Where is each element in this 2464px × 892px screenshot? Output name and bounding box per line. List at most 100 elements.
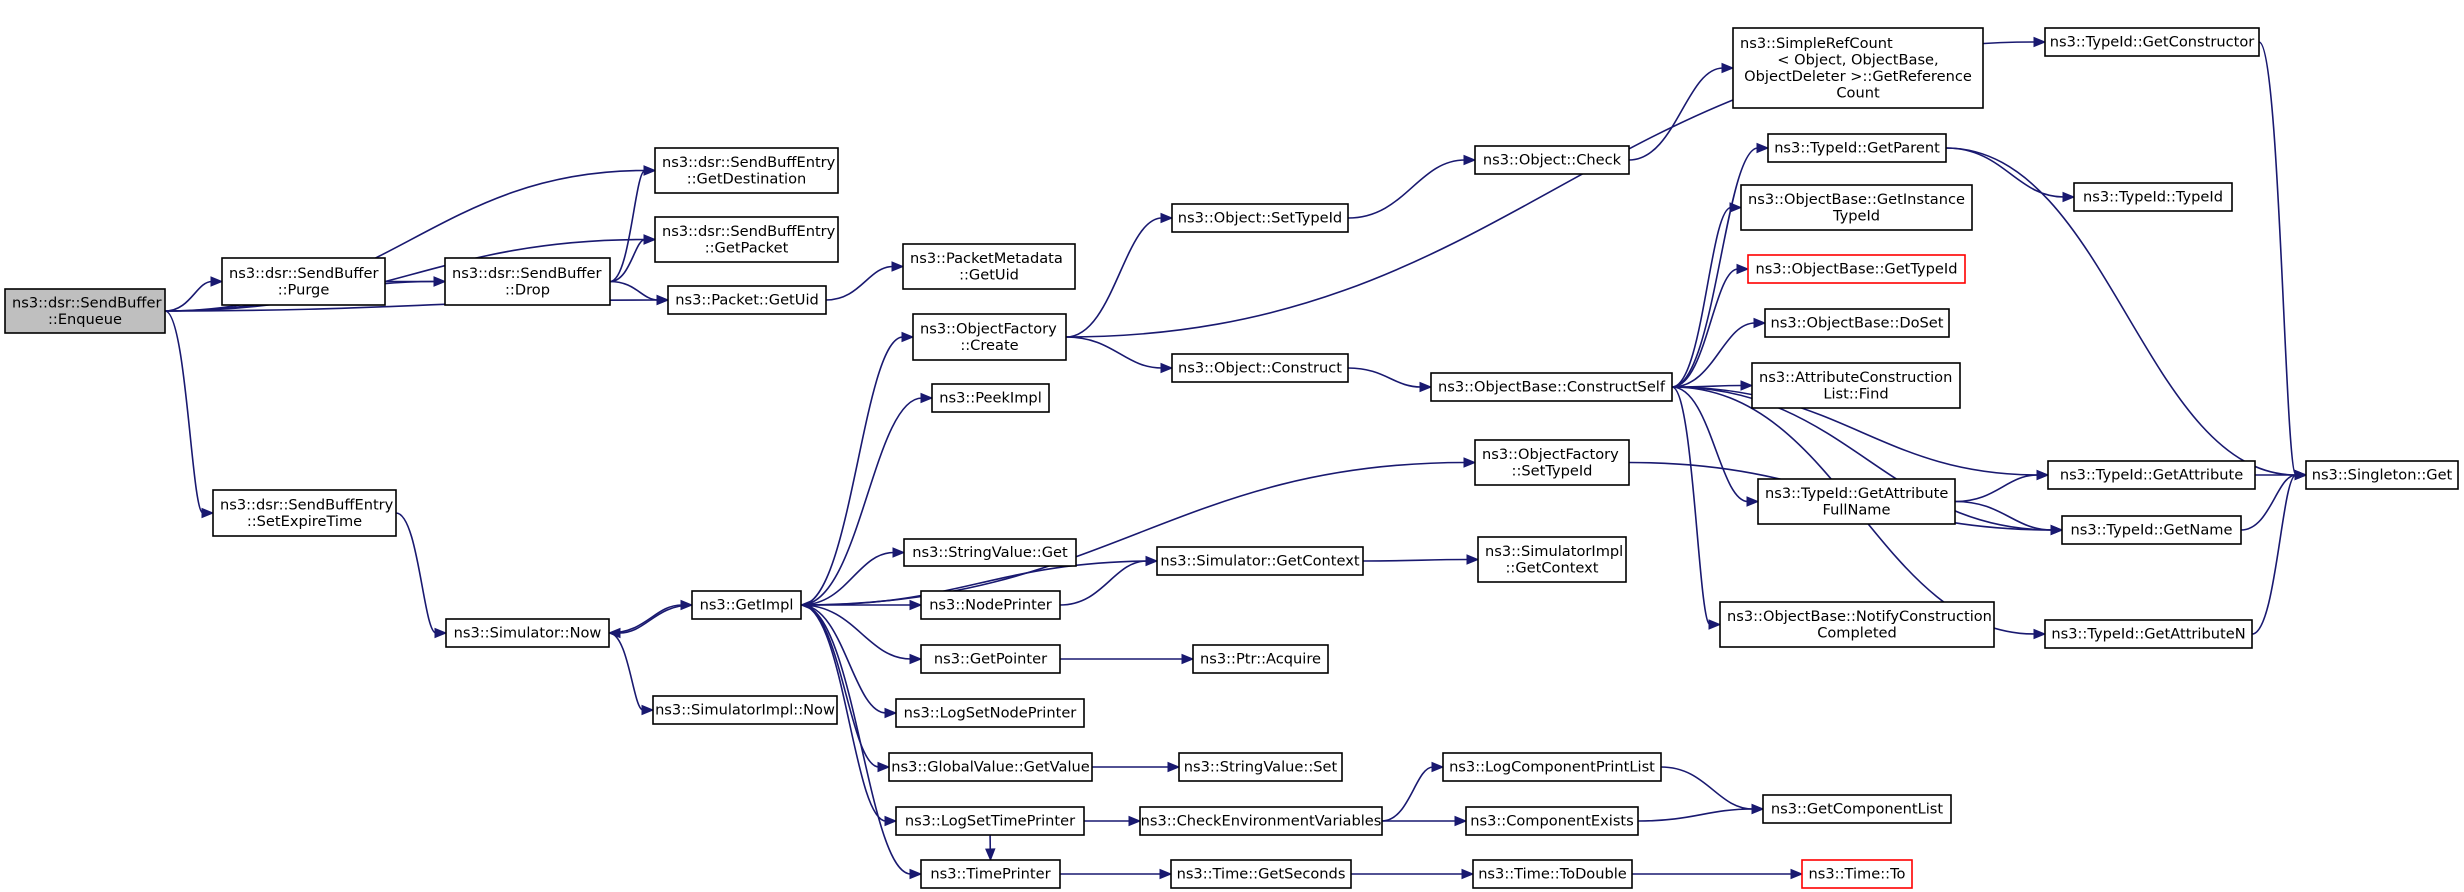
- edge-drop-to-getPacket: [609, 234, 657, 283]
- node-gvGetValue[interactable]: ns3::GlobalValue::GetValue: [888, 752, 1093, 782]
- node-logSetTime[interactable]: ns3::LogSetTimePrinter: [895, 806, 1085, 836]
- node-construct[interactable]: ns3::Object::Construct: [1171, 353, 1349, 383]
- node-tGetParent[interactable]: ns3::TypeId::GetParent: [1767, 133, 1947, 163]
- node-toDouble[interactable]: ns3::Time::ToDouble: [1472, 859, 1633, 889]
- edge-tGetCtor-to-singleton: [2258, 41, 2308, 481]
- node-label: List::Find: [1823, 385, 1888, 402]
- node-peekImpl[interactable]: ns3::PeekImpl: [931, 383, 1050, 413]
- node-checkEnv[interactable]: ns3::CheckEnvironmentVariables: [1139, 806, 1383, 836]
- node-label: ns3::Ptr::Acquire: [1200, 651, 1321, 668]
- node-label: ns3::dsr::SendBuffer: [452, 265, 601, 282]
- call-nodes: ns3::dsr::SendBuffer::Enqueuens3::dsr::S…: [4, 27, 2459, 889]
- edge-getImpl-to-gvGetValue: [800, 604, 891, 773]
- node-label: ns3::AttributeConstruction: [1759, 369, 1952, 386]
- edge-constructSelf-to-obNotify: [1671, 386, 1722, 630]
- edge-compExists-to-getCompList: [1637, 803, 1765, 822]
- node-timeTo[interactable]: ns3::Time::To: [1801, 859, 1913, 889]
- node-obDoSet[interactable]: ns3::ObjectBase::DoSet: [1764, 308, 1950, 338]
- node-label: ns3::Object::Check: [1483, 152, 1622, 169]
- node-nodePrinter[interactable]: ns3::NodePrinter: [920, 590, 1061, 620]
- edge-purge-to-drop: [384, 276, 447, 287]
- node-compExists[interactable]: ns3::ComponentExists: [1465, 806, 1639, 836]
- node-label: ns3::dsr::SendBuffEntry: [662, 223, 836, 240]
- node-objCheck[interactable]: ns3::Object::Check: [1474, 145, 1630, 175]
- node-simpleRef[interactable]: ns3::SimpleRefCount< Object, ObjectBase,…: [1732, 27, 1984, 109]
- edge-construct-to-constructSelf: [1347, 367, 1433, 393]
- edge-ofCreate-to-setTypeId: [1065, 212, 1174, 338]
- node-label: Count: [1836, 84, 1880, 101]
- edge-tGetAttrFull-to-tGetAttr: [1954, 469, 2050, 503]
- node-label: ::GetContext: [1505, 559, 1598, 576]
- edge-getImpl-to-peekImpl: [800, 392, 934, 606]
- node-getCompList[interactable]: ns3::GetComponentList: [1762, 794, 1952, 824]
- node-label: ::SetTypeId: [1512, 462, 1593, 479]
- node-obNotify[interactable]: ns3::ObjectBase::NotifyConstructionCompl…: [1719, 601, 1995, 648]
- node-tGetAttr[interactable]: ns3::TypeId::GetAttribute: [2047, 460, 2256, 490]
- node-tTypeId[interactable]: ns3::TypeId::TypeId: [2073, 182, 2233, 212]
- edge-checkEnv-to-logCompList: [1381, 761, 1445, 822]
- node-implGetContext[interactable]: ns3::SimulatorImpl::GetContext: [1477, 536, 1627, 583]
- node-getImpl[interactable]: ns3::GetImpl: [691, 590, 802, 620]
- node-enqueue[interactable]: ns3::dsr::SendBuffer::Enqueue: [4, 288, 166, 334]
- edge-getImpl-to-logSetTime: [800, 604, 898, 827]
- node-label: ::Create: [960, 337, 1018, 354]
- node-getDest[interactable]: ns3::dsr::SendBuffEntry::GetDestination: [654, 147, 839, 194]
- node-label: ns3::Time::ToDouble: [1478, 866, 1627, 883]
- edge-drop-to-getUid: [609, 280, 670, 306]
- node-drop[interactable]: ns3::dsr::SendBuffer::Drop: [444, 257, 611, 306]
- node-ofSetTypeId[interactable]: ns3::ObjectFactory::SetTypeId: [1474, 439, 1630, 486]
- node-implNow[interactable]: ns3::SimulatorImpl::Now: [652, 695, 838, 725]
- node-setExpire[interactable]: ns3::dsr::SendBuffEntry::SetExpireTime: [212, 489, 397, 537]
- node-ofCreate[interactable]: ns3::ObjectFactory::Create: [912, 313, 1067, 361]
- node-label: ns3::dsr::SendBuffEntry: [662, 154, 836, 171]
- node-tGetCtor[interactable]: ns3::TypeId::GetConstructor: [2044, 27, 2260, 57]
- node-label: ns3::StringValue::Set: [1184, 759, 1338, 776]
- node-label: ns3::TypeId::GetAttributeN: [2051, 626, 2245, 643]
- node-label: ::Purge: [278, 281, 330, 298]
- node-pmGetUid[interactable]: ns3::PacketMetadata::GetUid: [902, 243, 1076, 290]
- node-setTypeId[interactable]: ns3::Object::SetTypeId: [1171, 203, 1349, 233]
- edge-tGetAttrFull-to-tGetName: [1954, 500, 2064, 536]
- node-tGetAttrN[interactable]: ns3::TypeId::GetAttributeN: [2044, 619, 2253, 649]
- node-getPacket[interactable]: ns3::dsr::SendBuffEntry::GetPacket: [654, 216, 839, 263]
- node-constructSelf[interactable]: ns3::ObjectBase::ConstructSelf: [1430, 372, 1673, 402]
- edge-getImpl-to-ofSetTypeId: [800, 457, 1477, 606]
- node-label: ns3::Singleton::Get: [2312, 467, 2453, 484]
- node-label: ObjectDeleter >::GetReference: [1744, 68, 1972, 85]
- node-singleton[interactable]: ns3::Singleton::Get: [2305, 460, 2459, 490]
- node-svGet[interactable]: ns3::StringValue::Get: [903, 538, 1077, 567]
- node-getSeconds[interactable]: ns3::Time::GetSeconds: [1170, 859, 1352, 889]
- edge-getPointer-to-ptrAcquire: [1059, 653, 1195, 665]
- node-label: ns3::CheckEnvironmentVariables: [1141, 813, 1382, 830]
- node-svSet[interactable]: ns3::StringValue::Set: [1178, 752, 1343, 782]
- node-label: ns3::LogSetNodePrinter: [904, 705, 1077, 722]
- edge-constructSelf-to-tGetParent: [1671, 142, 1770, 388]
- edge-getImpl-to-logSetNode: [800, 604, 898, 719]
- node-label: ns3::GetPointer: [934, 651, 1047, 668]
- node-label: ns3::LogSetTimePrinter: [905, 813, 1075, 830]
- node-label: ns3::TypeId::TypeId: [2083, 189, 2223, 206]
- node-label: ns3::TimePrinter: [930, 866, 1050, 883]
- node-logCompList[interactable]: ns3::LogComponentPrintList: [1442, 752, 1662, 782]
- edge-logSetTime-to-checkEnv: [1084, 815, 1142, 827]
- node-simNow[interactable]: ns3::Simulator::Now: [445, 618, 610, 648]
- node-purge[interactable]: ns3::dsr::SendBuffer::Purge: [221, 257, 386, 306]
- node-label: ns3::ObjectBase::GetInstance: [1748, 191, 1965, 208]
- edge-constructSelf-to-obDoSet: [1671, 317, 1767, 388]
- node-label: ns3::NodePrinter: [929, 597, 1052, 614]
- node-getContext[interactable]: ns3::Simulator::GetContext: [1156, 546, 1364, 576]
- node-ptrAcquire[interactable]: ns3::Ptr::Acquire: [1192, 644, 1329, 674]
- node-label: ns3::dsr::SendBuffer: [229, 265, 378, 282]
- edge-simNow-to-implNow: [608, 632, 655, 716]
- node-timePrinter[interactable]: ns3::TimePrinter: [920, 859, 1061, 889]
- edge-setExpire-to-simNow: [395, 512, 448, 639]
- node-logSetNode[interactable]: ns3::LogSetNodePrinter: [895, 698, 1085, 728]
- node-obGetTypeId[interactable]: ns3::ObjectBase::GetTypeId: [1747, 254, 1966, 284]
- node-getUid[interactable]: ns3::Packet::GetUid: [667, 285, 827, 315]
- node-tGetName[interactable]: ns3::TypeId::GetName: [2061, 515, 2242, 545]
- node-getPointer[interactable]: ns3::GetPointer: [920, 644, 1061, 674]
